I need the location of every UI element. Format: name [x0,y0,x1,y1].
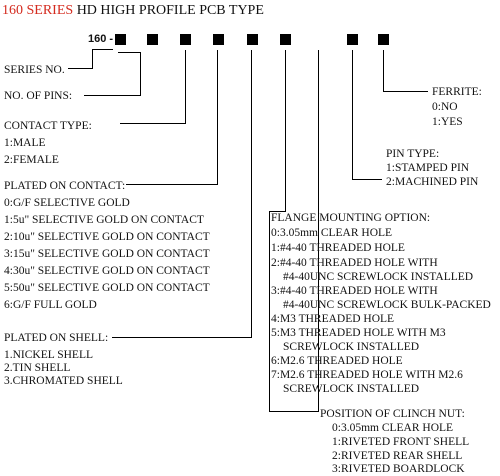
leader-contact-type-bottom [120,123,186,124]
flange-option: 3:#4-40 THREADED HOLE WITH [271,285,438,297]
flange-option: 5:M3 THREADED HOLE WITH M3 [271,327,446,339]
plated-contact-option: 2:10u" SELECTIVE GOLD ON CONTACT [4,231,210,243]
contact-type-option: 2:FEMALE [4,154,59,166]
leader-clinch-nut-vertical [318,50,319,412]
part-code-prefix: 160 - [88,33,114,45]
leader-series-top [92,49,113,50]
flange-option: 7:M2.6 THREADED HOLE WITH M2.6 [271,369,463,381]
plated-contact-option: 6:G/F FULL GOLD [4,299,97,311]
leader-pins-bottom [84,95,141,96]
leader-clinch-nut-bottom [269,411,319,412]
plated-contact-option: 5:50u" SELECTIVE GOLD ON CONTACT [4,282,210,294]
diagram-title: 160 SERIES HD HIGH PROFILE PCB TYPE [2,3,264,19]
pin-type-label: PIN TYPE: [386,148,440,160]
flange-option: 4:M3 THREADED HOLE [271,313,395,325]
leader-clinch-vertical [269,211,270,411]
contact-type-label: CONTACT TYPE: [4,120,92,132]
leader-contact-type-vertical [185,50,186,124]
contact-type-option: 1:MALE [4,137,46,149]
pin-type-option: 2:MACHINED PIN [386,176,479,188]
flange-mounting-label: FLANGE MOUNTING OPTION: [271,212,431,224]
flange-option: 0:3.05mm CLEAR HOLE [271,227,393,239]
plated-shell-label: PLATED ON SHELL: [4,332,109,344]
no-of-pins-label: NO. OF PINS: [4,90,73,102]
leader-ferrite-vertical [383,50,384,92]
ferrite-option: 0:NO [432,101,458,113]
clinch-nut-option: 0:3.05mm CLEAR HOLE [332,422,454,434]
leader-plated-contact-bottom [126,184,218,185]
leader-pin-type-bottom [352,179,382,180]
flange-option: 6:M2.6 THREADED HOLE [271,355,403,367]
plated-shell-option: 1.NICKEL SHELL [4,349,94,361]
ferrite-label: FERRITE: [432,86,482,98]
plated-shell-option: 3.CHROMATED SHELL [4,375,123,387]
code-box-flange [247,34,258,45]
leader-plated-shell-bottom [112,337,252,338]
leader-plated-shell-vertical [251,50,252,338]
clinch-nut-option: 1:RIVETED FRONT SHELL [332,436,470,448]
code-box-pin-type [347,34,358,45]
plated-contact-option: 1:5u" SELECTIVE GOLD ON CONTACT [4,214,204,226]
code-box-contact-type [147,34,158,45]
leader-flange-vertical [285,50,286,212]
flange-option: 2:#4-40 THREADED HOLE WITH [271,257,438,269]
leader-ferrite-bottom [383,91,428,92]
leader-pin-type-vertical [352,50,353,180]
flange-option: 1:#4-40 THREADED HOLE [271,242,405,254]
plated-contact-option: 3:15u" SELECTIVE GOLD ON CONTACT [4,248,210,260]
plated-contact-label: PLATED ON CONTACT: [4,180,126,192]
series-no-label: SERIES NO. [4,64,65,76]
flange-option-continued: #4-40UNC SCREWLOCK BULK-PACKED [283,299,491,311]
title-rest: HD HIGH PROFILE PCB TYPE [73,3,264,18]
leader-plated-contact-vertical [217,50,218,185]
code-box-pins [115,34,126,45]
code-box-plated-shell [213,34,224,45]
series-name: 160 SERIES [2,3,74,18]
leader-flange-bottom [269,211,286,212]
clinch-nut-option: 2:RIVETED REAR SHELL [332,450,463,462]
ferrite-option: 1:YES [432,116,463,128]
code-box-plated-contact [180,34,191,45]
flange-option-continued: #4-40UNC SCREWLOCK INSTALLED [283,271,474,283]
flange-option-continued: SCREWLOCK INSTALLED [283,341,420,353]
code-box-clinch-nut [280,34,291,45]
clinch-nut-option: 3:RIVETED BOARDLOCK [332,463,465,475]
pin-type-option: 1:STAMPED PIN [386,162,470,174]
plated-contact-option: 0:G/F SELECTIVE GOLD [4,197,130,209]
plated-contact-option: 4:30u" SELECTIVE GOLD ON CONTACT [4,265,210,277]
plated-shell-option: 2.TIN SHELL [4,362,71,374]
code-box-ferrite [378,34,389,45]
flange-option-continued: SCREWLOCK INSTALLED [283,383,420,395]
leader-pins-top [118,52,141,53]
leader-series-vertical [92,49,93,68]
leader-pins-vertical [140,52,141,96]
clinch-nut-label: POSITION OF CLINCH NUT: [320,408,465,420]
leader-series-bottom [68,68,93,69]
